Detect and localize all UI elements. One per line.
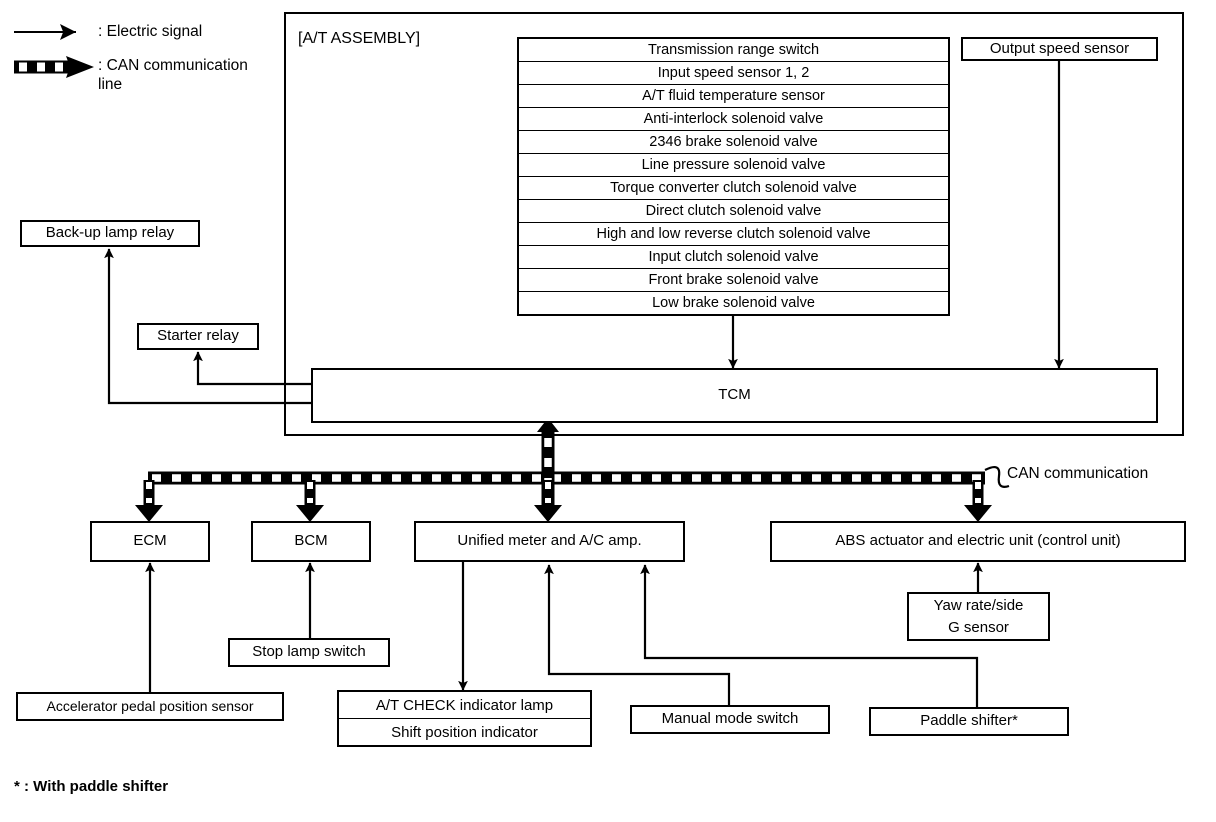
can-drop-ecm <box>135 480 163 522</box>
yaw-sensor-line-1: Yaw rate/side <box>933 596 1024 614</box>
tcm-box: TCM <box>311 368 1158 423</box>
list-item: Front brake solenoid valve <box>519 269 948 292</box>
bcm-box: BCM <box>251 521 371 562</box>
can-bus-trunk <box>148 466 1010 488</box>
can-communication-label: CAN communication <box>1007 465 1149 482</box>
list-item: High and low reverse clutch solenoid val… <box>519 223 948 246</box>
list-item: Input speed sensor 1, 2 <box>519 62 948 85</box>
paddle-shifter-box: Paddle shifter* <box>869 707 1069 736</box>
shift-position-indicator-row: Shift position indicator <box>391 723 538 741</box>
list-item: Input clutch solenoid valve <box>519 246 948 269</box>
indicator-stack-box: A/T CHECK indicator lamp Shift position … <box>337 690 592 747</box>
manual-mode-switch-box: Manual mode switch <box>630 705 830 734</box>
list-item: Torque converter clutch solenoid valve <box>519 177 948 200</box>
can-drop-abs-actuator <box>964 480 992 522</box>
stop-lamp-switch-box: Stop lamp switch <box>228 638 390 667</box>
can-drop-bcm <box>296 480 324 522</box>
at-components-list: Transmission range switch Input speed se… <box>517 37 950 316</box>
at-check-indicator-lamp-row: A/T CHECK indicator lamp <box>339 692 590 719</box>
abs-actuator-box: ABS actuator and electric unit (control … <box>770 521 1186 562</box>
starter-relay-box: Starter relay <box>137 323 259 350</box>
list-item: 2346 brake solenoid valve <box>519 131 948 154</box>
legend-electric-signal-label: : Electric signal <box>98 23 203 40</box>
legend-can-line-label: : CAN communication line <box>98 57 248 94</box>
yaw-sensor-line-2: G sensor <box>948 619 1009 637</box>
legend-can-line-arrow <box>14 56 94 78</box>
at-assembly-title: [A/T ASSEMBLY] <box>298 30 421 47</box>
list-item: Line pressure solenoid valve <box>519 154 948 177</box>
list-item: Anti-interlock solenoid valve <box>519 108 948 131</box>
list-item: Transmission range switch <box>519 39 948 62</box>
footnote-paddle-shifter: * : With paddle shifter <box>14 778 169 795</box>
at-assembly-frame <box>284 12 1184 436</box>
unified-meter-box: Unified meter and A/C amp. <box>414 521 685 562</box>
accelerator-pedal-position-sensor-box: Accelerator pedal position sensor <box>16 692 284 721</box>
manual-mode-switch-to-unified-meter-connector <box>544 564 731 705</box>
can-drop-unified-meter <box>534 480 562 522</box>
list-item: Low brake solenoid valve <box>652 295 815 311</box>
yaw-rate-side-g-sensor-box: Yaw rate/side G sensor <box>907 592 1050 641</box>
output-speed-sensor-box: Output speed sensor <box>961 37 1158 61</box>
ecm-box: ECM <box>90 521 210 562</box>
list-item: Direct clutch solenoid valve <box>519 200 948 223</box>
backup-lamp-relay-box: Back-up lamp relay <box>20 220 200 247</box>
list-item: A/T fluid temperature sensor <box>519 85 948 108</box>
